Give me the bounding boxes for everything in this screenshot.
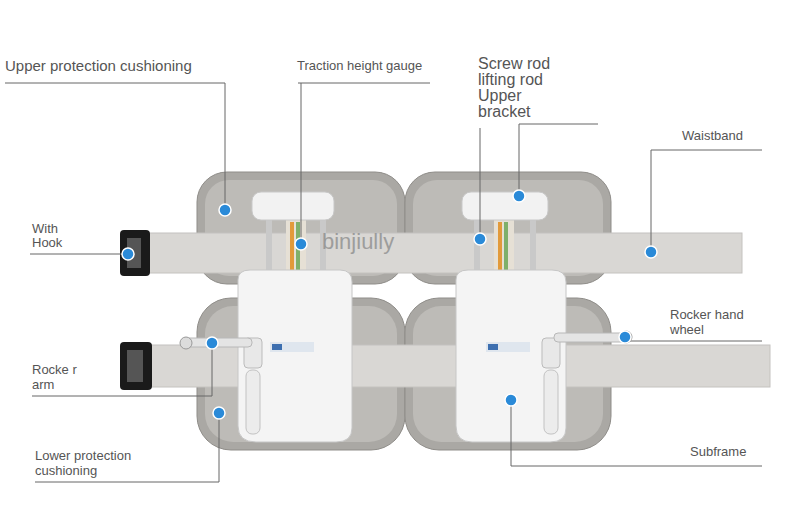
part-label: Rocke r arm [32, 362, 78, 392]
part-label: Traction height gauge [297, 58, 422, 73]
callout-dots [122, 190, 657, 419]
part-label: With Hook [32, 222, 76, 250]
part-label: Upper bracket [478, 88, 550, 120]
part-label: Subframe [690, 444, 746, 459]
leader-lines [5, 83, 762, 482]
part-label: Waistband [682, 128, 743, 143]
watermark: binjiully [322, 230, 394, 254]
part-label: Upper protection cushioning [5, 57, 192, 75]
part-label: Rocker hand wheel [670, 307, 762, 337]
part-label: Screw rod lifting rod [478, 56, 562, 88]
part-label: Lower protection cushioning [35, 448, 160, 478]
